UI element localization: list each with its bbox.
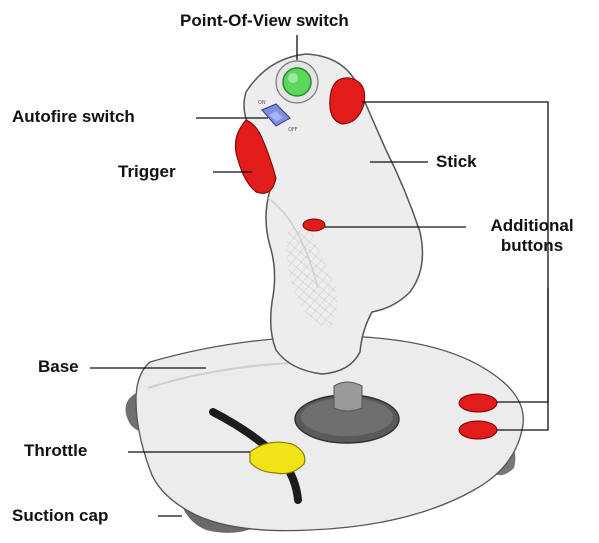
label-base: Base [38,357,79,377]
autofire-on-mark: ON [258,100,266,106]
label-pov-switch: Point-Of-View switch [180,11,349,31]
label-additional-line1: Additional [472,216,592,236]
label-additional-buttons: Additional buttons [472,216,592,256]
label-additional-line2: buttons [472,236,592,256]
pov-switch[interactable] [283,68,311,96]
label-throttle: Throttle [24,441,87,461]
throttle-lever[interactable] [250,442,305,473]
label-stick: Stick [436,152,477,172]
label-trigger: Trigger [118,162,176,182]
label-suction-cap: Suction cap [12,506,108,526]
base-button-upper[interactable] [459,394,497,412]
stick-mid-button[interactable] [303,219,325,231]
label-autofire-switch: Autofire switch [12,107,135,127]
autofire-off-mark: OFF [288,127,298,133]
base-button-lower[interactable] [459,421,497,439]
